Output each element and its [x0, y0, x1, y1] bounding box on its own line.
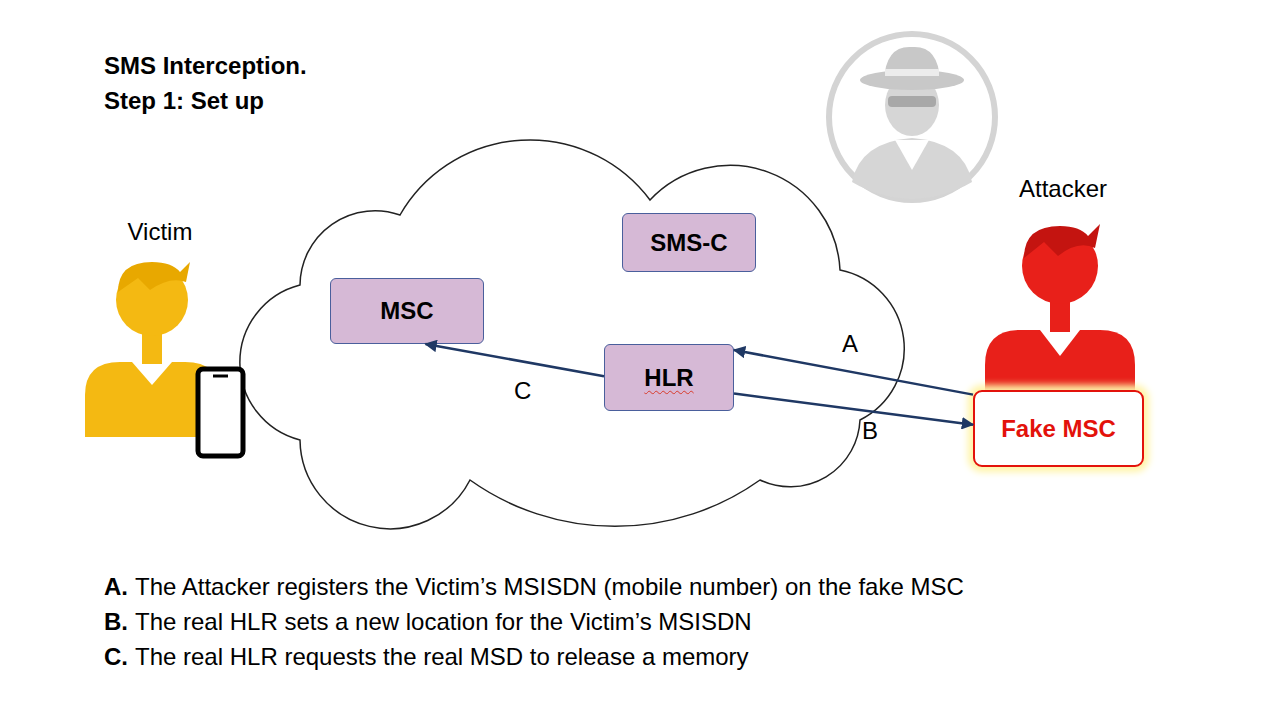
description-line: A.The Attacker registers the Victim’s MS… [104, 573, 964, 601]
phone [198, 369, 243, 456]
fake-element-box: Fake MSC [973, 390, 1144, 467]
diagram-title: SMS Interception. Step 1: Set up [104, 48, 354, 118]
step-letter: A. [104, 573, 128, 601]
node-text: SMS-C [650, 229, 727, 257]
victim-figure [85, 262, 243, 456]
edge-label: C [514, 377, 531, 405]
spy-icon-ring [829, 34, 995, 200]
victim-hair [118, 262, 190, 292]
step-description: The Attacker registers the Victim’s MSIS… [135, 573, 964, 601]
edge-label: A [842, 330, 858, 358]
description-line: B.The real HLR sets a new location for t… [104, 608, 752, 636]
spy-icon [829, 34, 995, 200]
attacker-collar [1040, 330, 1080, 356]
edge-label: B [862, 417, 878, 445]
attacker-hair [1024, 224, 1100, 258]
step-description: The real HLR sets a new location for the… [135, 608, 752, 636]
arrow-connector [425, 344, 604, 376]
phone-speaker [213, 375, 228, 378]
role-label: Victim [100, 218, 220, 246]
arrow-connector [734, 394, 973, 425]
node-text: MSC [380, 297, 433, 325]
attacker-figure [985, 224, 1135, 400]
network-element-box: SMS-C [622, 213, 756, 272]
step-letter: C. [104, 643, 128, 671]
spy-glasses [888, 96, 936, 107]
spy-body [852, 138, 972, 199]
step-letter: B. [104, 608, 128, 636]
description-line: C.The real HLR requests the real MSD to … [104, 643, 749, 671]
step-description: The real HLR requests the real MSD to re… [135, 643, 749, 671]
network-element-box: MSC [330, 278, 484, 344]
spy-hat-crown [884, 47, 940, 80]
network-cloud [240, 140, 904, 529]
victim-collar [132, 362, 172, 385]
node-text: HLR [644, 364, 693, 392]
role-label: Attacker [993, 175, 1133, 203]
network-element-box: HLR [604, 344, 734, 411]
spy-hat-band [885, 69, 939, 76]
victim-neck [142, 332, 162, 364]
spy-collar [895, 140, 929, 170]
node-text: Fake MSC [1001, 415, 1116, 443]
